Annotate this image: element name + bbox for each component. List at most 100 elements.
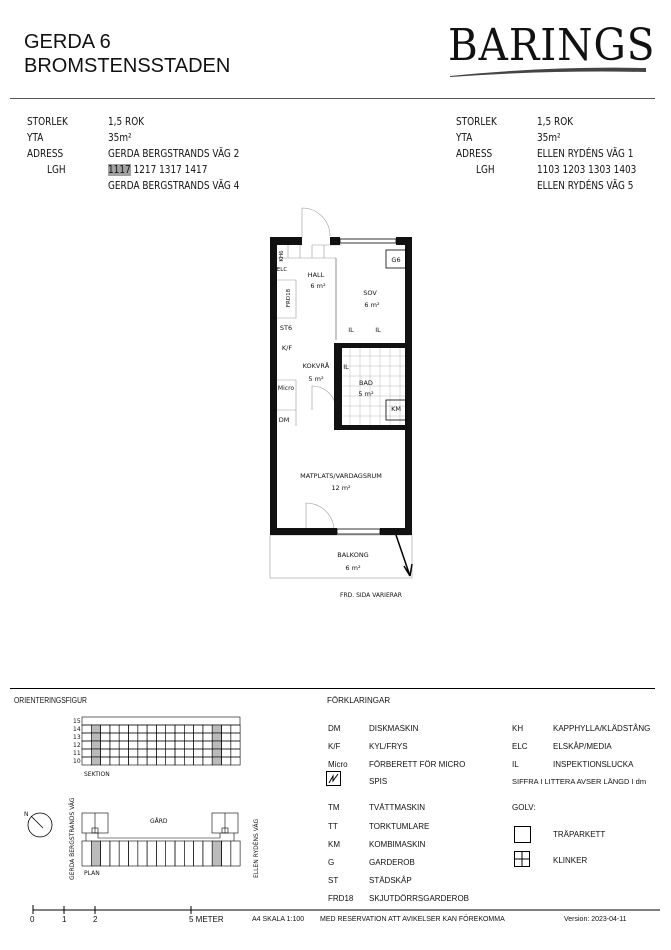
- floor-label: 11: [73, 750, 81, 757]
- section-cell: [193, 756, 204, 766]
- section-cell: [165, 740, 176, 750]
- section-cell: [81, 748, 92, 758]
- kitchen-cabinets: [277, 379, 297, 426]
- section-cell: [230, 732, 241, 742]
- section-cell: [137, 724, 148, 734]
- room-label-sov: SOV: [363, 289, 377, 297]
- section-cell: [211, 732, 222, 742]
- legend-text: INSPEKTIONSLUCKA: [553, 760, 634, 769]
- window-bottom: [336, 528, 381, 535]
- plan-cell: [156, 840, 166, 867]
- section-cell: [165, 748, 176, 758]
- section-cell: [211, 740, 222, 750]
- section-cell: [184, 756, 194, 766]
- section-cell: [174, 732, 185, 742]
- label-g6: G6: [391, 256, 400, 264]
- room-label-bad: BAD: [359, 379, 373, 387]
- scale-text: A4 SKALA 1:100: [252, 916, 305, 923]
- section-cell: [156, 732, 166, 742]
- legend-text: DISKMASKIN: [369, 724, 419, 733]
- section-cell: [221, 732, 232, 742]
- label-kf: K/F: [282, 344, 292, 352]
- legend-code: DM: [328, 724, 341, 733]
- section-cell: [128, 748, 139, 758]
- version-text: Version: 2023-04-11: [564, 916, 627, 923]
- room-area-matplats: 12 m²: [331, 484, 351, 492]
- legend-code: G: [328, 858, 335, 867]
- section-cell: [211, 756, 222, 766]
- section-cell: [118, 732, 129, 742]
- storlek-label-right: STORLEK: [456, 116, 497, 128]
- scale-tick: 2: [93, 915, 98, 924]
- legend-text: KYL/FRYS: [369, 742, 408, 751]
- section-cell: [184, 732, 194, 742]
- section-cell: [118, 756, 129, 766]
- legend-code: Micro: [328, 760, 348, 769]
- section-cell: [174, 756, 185, 766]
- legend-code: TM: [328, 803, 340, 812]
- section-cell: [118, 740, 129, 750]
- room-label-kokvra: KOKVRÅ: [303, 361, 330, 370]
- section-cell: [230, 724, 241, 734]
- section-cell: [91, 732, 101, 742]
- section-cell: [202, 748, 213, 758]
- section-cell: [230, 740, 241, 750]
- label-kh6: KH6: [279, 250, 285, 262]
- lgh-values: 1117 1217 1317 1417: [108, 164, 207, 176]
- street-right: ELLEN RYDÉNS VÄG: [252, 819, 260, 878]
- yta-label-right: YTA: [456, 132, 473, 144]
- floor-label: 15: [73, 718, 81, 725]
- floor-plan: HALL 6 m² SOV 6 m² G6 KH6 ELC FRD18 ST6 …: [269, 207, 413, 599]
- section-cell: [109, 732, 120, 742]
- kitchen-door-swing: [311, 385, 337, 411]
- scale-tick: 1: [62, 915, 67, 924]
- section-cell: [137, 740, 148, 750]
- traparkett-icon: [514, 826, 531, 843]
- plan-cell: [91, 840, 101, 867]
- section-cell: [128, 740, 139, 750]
- scale-bar: [32, 905, 660, 914]
- plan-cell: [174, 840, 185, 867]
- label-micro: Micro: [278, 385, 294, 392]
- section-cell: [211, 724, 222, 734]
- adress2-value-right: ELLEN RYDÉNS VÄG 5: [537, 180, 634, 192]
- legend-text: ELSKÅP/MEDIA: [553, 742, 612, 751]
- plan-cell: [81, 840, 92, 867]
- section-cell: [137, 756, 148, 766]
- storlek-value: 1,5 ROK: [108, 116, 145, 128]
- klinker-label: KLINKER: [553, 856, 588, 865]
- section-cell: [165, 732, 176, 742]
- legend-text: KOMBIMASKIN: [369, 840, 426, 849]
- room-area-kokvra: 5 m²: [308, 375, 324, 383]
- orientation-title: ORIENTERINGSFIGUR: [14, 696, 87, 705]
- section-cell: [174, 748, 185, 758]
- room-area-bad: 5 m²: [358, 390, 374, 398]
- section-cell: [156, 748, 166, 758]
- legend-code: KM: [328, 840, 340, 849]
- room-label-balkong: BALKONG: [337, 551, 368, 559]
- section-cell: [91, 740, 101, 750]
- section-cell: [165, 724, 176, 734]
- section-cell: [193, 748, 204, 758]
- section-cell: [100, 756, 111, 766]
- floor-label: 14: [73, 726, 81, 733]
- section-cell: [118, 724, 129, 734]
- section-cell: [81, 756, 92, 766]
- storlek-label: STORLEK: [27, 116, 68, 128]
- legend-code: TT: [328, 822, 338, 831]
- legend-code: KH: [512, 724, 524, 733]
- section-cell: [146, 740, 157, 750]
- plan-cell: [137, 840, 148, 867]
- floor-label: 10: [73, 758, 81, 765]
- legend-text: FÖRBERETT FÖR MICRO: [369, 760, 466, 769]
- section-cell: [156, 724, 166, 734]
- label-st6: ST6: [280, 324, 292, 332]
- section-cell: [202, 724, 213, 734]
- section-cell: [146, 732, 157, 742]
- section-cell: [137, 748, 148, 758]
- plan-cell: [100, 840, 111, 867]
- balcony-door-swing: [305, 502, 335, 531]
- section-cell: [184, 740, 194, 750]
- section-cell: [193, 740, 204, 750]
